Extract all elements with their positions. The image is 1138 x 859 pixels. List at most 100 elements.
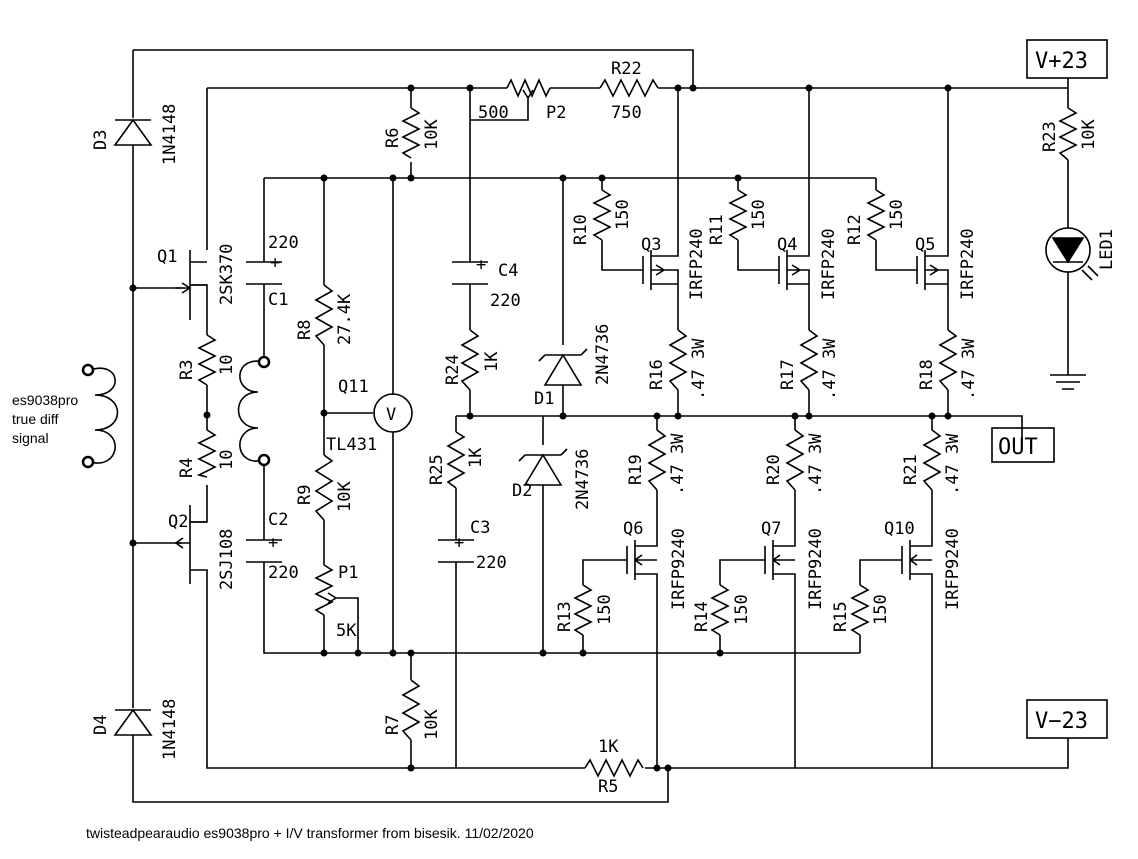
svg-text:IRFP9240: IRFP9240 xyxy=(669,528,689,610)
p1-symbol xyxy=(314,564,334,616)
component-labels: D3 1N4148 D4 1N4148 Q1 2SK370 Q2 2SJ108 … xyxy=(91,59,1117,797)
svg-text:R12: R12 xyxy=(845,214,865,245)
d2-symbol xyxy=(518,448,568,486)
svg-text:.47 3W: .47 3W xyxy=(689,338,709,400)
svg-text:220: 220 xyxy=(268,563,299,583)
svg-text:10K: 10K xyxy=(422,119,442,150)
resistors xyxy=(196,78,1078,778)
svg-text:IRFP9240: IRFP9240 xyxy=(943,528,963,610)
svg-text:27.4K: 27.4K xyxy=(335,293,355,345)
svg-text:D2: D2 xyxy=(512,481,532,501)
terminal-out: OUT xyxy=(991,427,1055,463)
q7-symbol xyxy=(764,540,796,585)
svg-text:LED1: LED1 xyxy=(1097,229,1117,270)
svg-text:150: 150 xyxy=(887,199,907,230)
svg-text:C1: C1 xyxy=(268,290,288,310)
svg-text:150: 150 xyxy=(871,594,891,625)
primary-coil xyxy=(89,367,119,464)
r14-symbol xyxy=(710,584,730,636)
q6-symbol xyxy=(626,540,658,585)
caption: twisteadpearaudio es9038pro + I/V transf… xyxy=(86,825,534,841)
svg-text:+: + xyxy=(268,533,278,553)
svg-text:C3: C3 xyxy=(470,518,490,538)
r11-symbol xyxy=(728,189,748,241)
svg-text:1N4148: 1N4148 xyxy=(160,699,180,760)
diodes xyxy=(113,118,588,736)
svg-text:+: + xyxy=(476,255,486,275)
r15-symbol xyxy=(850,584,870,636)
svg-text:IRFP9240: IRFP9240 xyxy=(806,528,826,610)
svg-text:P1: P1 xyxy=(338,563,358,583)
svg-text:TL431: TL431 xyxy=(326,435,377,455)
svg-text:R5: R5 xyxy=(598,777,618,797)
svg-text:.47 3W: .47 3W xyxy=(820,338,840,400)
svg-text:R25: R25 xyxy=(427,454,447,485)
svg-text:10K: 10K xyxy=(422,709,442,740)
r20-symbol xyxy=(785,429,805,491)
q11-symbol: V xyxy=(373,393,413,433)
svg-text:R6: R6 xyxy=(383,128,403,148)
svg-text:+: + xyxy=(270,253,280,273)
svg-text:R16: R16 xyxy=(647,359,667,390)
svg-text:.47 3W: .47 3W xyxy=(668,433,688,495)
svg-text:Q10: Q10 xyxy=(884,519,915,539)
q5-symbol xyxy=(916,245,949,292)
r23-symbol xyxy=(1058,107,1078,161)
svg-text:D4: D4 xyxy=(91,715,111,735)
r25-symbol xyxy=(446,431,466,489)
svg-text:10K: 10K xyxy=(335,481,355,512)
secondary-coil xyxy=(237,360,265,462)
svg-text:220: 220 xyxy=(476,553,507,573)
led1-symbol xyxy=(1045,227,1099,281)
svg-text:R7: R7 xyxy=(383,715,403,735)
r9-symbol xyxy=(314,454,334,521)
svg-text:2N4736: 2N4736 xyxy=(593,324,613,385)
svg-text:R17: R17 xyxy=(778,359,798,390)
svg-text:1K: 1K xyxy=(598,737,619,757)
c3-symbol xyxy=(438,539,474,563)
svg-text:IRFP240: IRFP240 xyxy=(687,228,707,300)
r13-symbol xyxy=(573,584,593,636)
svg-text:500: 500 xyxy=(478,103,509,123)
svg-text:5K: 5K xyxy=(336,621,357,641)
svg-text:10K: 10K xyxy=(1079,119,1099,150)
r3-symbol xyxy=(197,334,217,386)
r5-symbol xyxy=(584,758,644,778)
svg-text:Q4: Q4 xyxy=(777,235,797,255)
svg-text:R19: R19 xyxy=(626,454,646,485)
svg-text:R13: R13 xyxy=(555,601,575,632)
junctions xyxy=(129,84,952,772)
p2-wiper xyxy=(522,89,534,99)
svg-text:R3: R3 xyxy=(177,360,197,380)
svg-text:+: + xyxy=(454,533,464,553)
svg-text:es9038pro: es9038pro xyxy=(12,392,78,408)
svg-text:R18: R18 xyxy=(917,359,937,390)
svg-text:Q5: Q5 xyxy=(915,235,935,255)
svg-text:Q11: Q11 xyxy=(338,377,369,397)
svg-text:150: 150 xyxy=(595,594,615,625)
svg-text:Q1: Q1 xyxy=(157,247,177,267)
r19-symbol xyxy=(647,429,667,491)
capacitors xyxy=(246,261,488,563)
svg-text:10: 10 xyxy=(217,355,237,375)
svg-text:1N4148: 1N4148 xyxy=(160,104,180,165)
svg-text:R9: R9 xyxy=(295,485,315,505)
svg-text:R24: R24 xyxy=(443,354,463,385)
d1-symbol xyxy=(538,348,588,386)
svg-text:true diff: true diff xyxy=(12,411,59,427)
r22-symbol xyxy=(599,78,659,98)
terminal-vneg: V−23 xyxy=(1026,699,1108,739)
svg-text:Q6: Q6 xyxy=(623,519,643,539)
svg-text:.47 3W: .47 3W xyxy=(943,433,963,495)
r4-symbol xyxy=(196,429,217,478)
inductors xyxy=(81,355,271,469)
svg-text:OUT: OUT xyxy=(998,435,1038,460)
svg-text:2N4736: 2N4736 xyxy=(573,449,593,510)
svg-text:220: 220 xyxy=(268,233,299,253)
r17-symbol xyxy=(799,329,819,391)
q11-symbol-letter: V xyxy=(386,405,396,425)
svg-text:1K: 1K xyxy=(466,447,486,468)
svg-text:R15: R15 xyxy=(831,601,851,632)
svg-text:Q2: Q2 xyxy=(168,512,188,532)
svg-text:R8: R8 xyxy=(295,320,315,340)
